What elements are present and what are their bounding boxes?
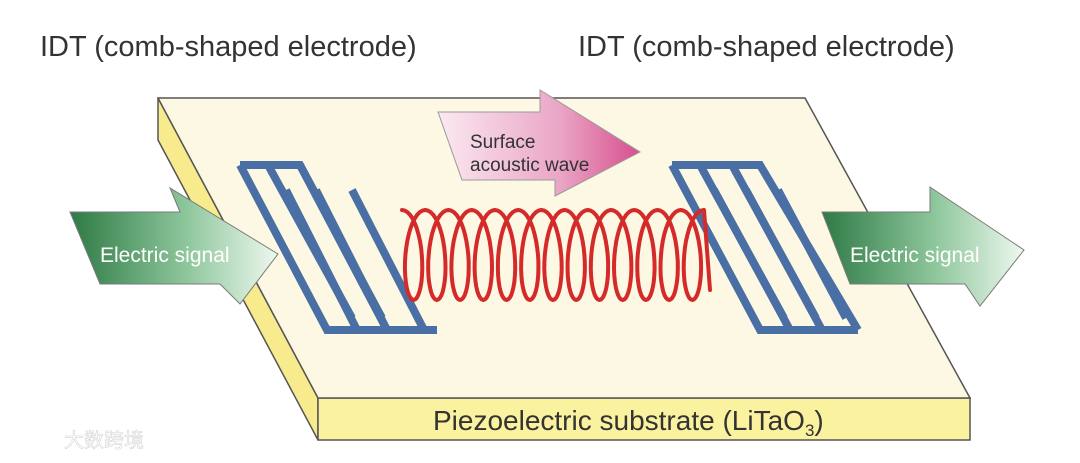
- watermark-text: 大数跨境: [64, 429, 144, 452]
- substrate-label-close: ): [814, 405, 823, 436]
- substrate-label-subscript: 3: [805, 421, 814, 440]
- idt-left-electrode: [236, 161, 437, 334]
- electric-signal-input-arrow: Electric signal: [69, 186, 279, 305]
- surface-acoustic-wave-arrow: Surface acoustic wave: [437, 89, 642, 197]
- signal-input-label: Electric signal: [100, 244, 230, 267]
- watermark-logo-icon: [16, 431, 58, 447]
- idt-left-label: IDT (comb-shaped electrode): [40, 31, 417, 63]
- surface-acoustic-wave-coil: [400, 208, 712, 302]
- signal-output-label: Electric signal: [850, 244, 980, 267]
- substrate-label: Piezoelectric substrate (LiTaO3): [433, 405, 824, 440]
- electric-signal-output-arrow: Electric signal: [821, 186, 1025, 307]
- substrate-label-main: Piezoelectric substrate (LiTaO: [433, 405, 805, 436]
- watermark: 大数跨境: [16, 429, 144, 452]
- idt-right-label: IDT (comb-shaped electrode): [578, 31, 955, 63]
- wave-label-line2: acoustic wave: [470, 155, 589, 176]
- idt-right-electrode: [668, 161, 862, 334]
- wave-label-line1: Surface: [470, 132, 535, 153]
